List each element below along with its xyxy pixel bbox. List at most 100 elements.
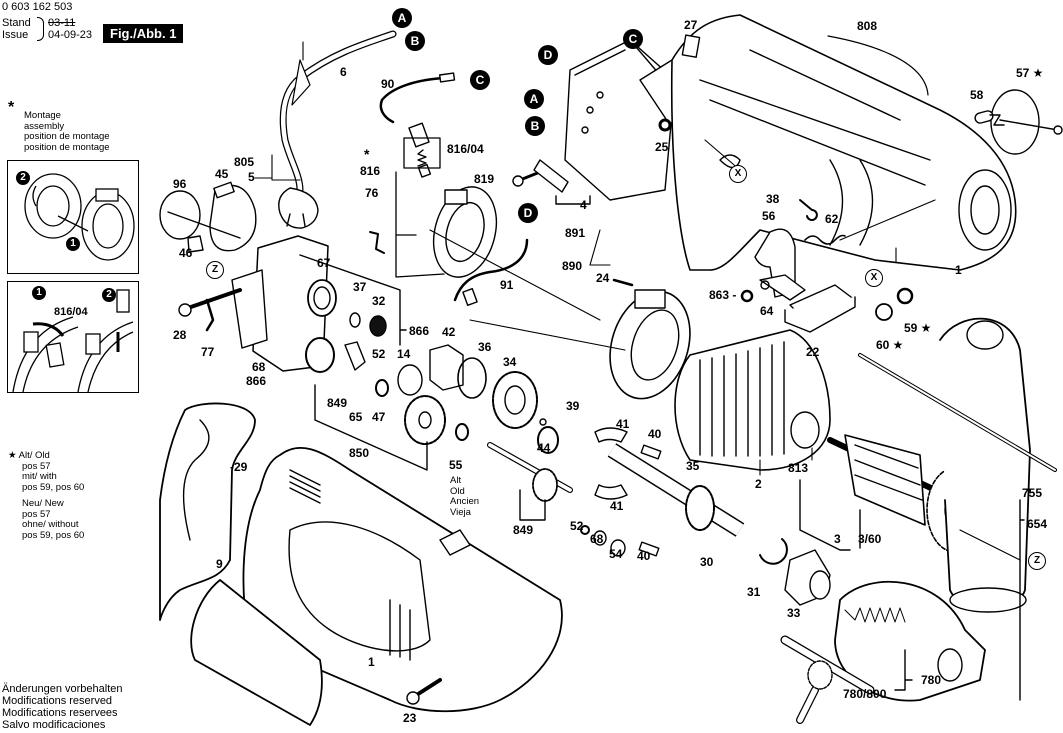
- footer-line: Salvo modificaciones: [2, 719, 106, 731]
- part-label-55: 55: [449, 458, 463, 472]
- part-label-90: 90: [381, 77, 395, 91]
- note-line: pos 59, pos 60: [22, 529, 85, 541]
- connector-z-badge: Z: [206, 261, 224, 279]
- part-label-91: 91: [500, 278, 514, 292]
- note-line: pos 57: [22, 460, 51, 472]
- part-label-64: 64: [760, 304, 774, 318]
- part-label-3: 3: [834, 532, 841, 546]
- connector-b-badge: B: [525, 116, 545, 136]
- disk-96: [159, 190, 201, 240]
- part-label-891: 891: [565, 226, 586, 240]
- part-46: [187, 235, 204, 253]
- part-label-819: 819: [474, 172, 495, 186]
- part-label-96: 96: [173, 177, 187, 191]
- connector-c-badge: C: [470, 70, 490, 90]
- part-label-654: 654: [1027, 517, 1048, 531]
- part-label-60: 60 ★: [876, 338, 904, 352]
- issue-label: Issue: [2, 29, 29, 41]
- connector-a-badge: A: [392, 8, 412, 28]
- chuck-key: [780, 635, 875, 724]
- note-line: position de montage: [24, 131, 110, 142]
- part-label-780: 780: [921, 673, 942, 687]
- old-variant-note: Alt Old Ancien Vieja: [450, 475, 480, 518]
- assembly-note: Montage assembly position de montage pos…: [24, 110, 110, 153]
- part-label-40: 40: [637, 549, 651, 563]
- note-line: Vieja: [450, 506, 471, 518]
- part-label-30: 30: [700, 555, 714, 569]
- washer-36: [457, 357, 487, 399]
- note-line: Alt/ Old: [18, 450, 50, 461]
- part-label-39: 39: [566, 399, 580, 413]
- part-label-849: 849: [327, 396, 348, 410]
- part-label-58: 58: [970, 88, 984, 102]
- note-line: Ancien: [450, 496, 480, 507]
- figure-label: Fig./Abb. 1: [103, 24, 184, 43]
- part-label-6: 6: [340, 65, 347, 79]
- part-label-780-800: 780/800: [843, 687, 887, 701]
- part-label-65: 65: [349, 410, 363, 424]
- note-line: ohne/ without: [22, 519, 79, 530]
- part-label-68: 68: [590, 532, 604, 546]
- carbon-brush: [408, 122, 432, 178]
- part-label-40: 40: [648, 427, 662, 441]
- field-coil: [674, 329, 831, 471]
- gear-34: [492, 371, 538, 429]
- footer-notice: Änderungen vorbehalten Modifications res…: [2, 683, 122, 731]
- gear-35: [685, 485, 715, 531]
- part-label-866: 866: [246, 374, 267, 388]
- part-label-24: 24: [596, 271, 610, 285]
- assembly-marker: *: [364, 146, 370, 162]
- part-label-35: 35: [686, 459, 700, 473]
- part-label-1: 1: [955, 263, 962, 277]
- assembly-inset-bottom: 1 2 816/04: [7, 281, 139, 393]
- part-label-23: 23: [403, 711, 417, 725]
- part-label-25: 25: [655, 140, 669, 154]
- part-label-866: 866: [409, 324, 430, 338]
- cord-strain-relief: [291, 59, 311, 106]
- note-line: pos 57: [22, 508, 51, 520]
- note-line: Alt: [450, 475, 462, 486]
- star-symbol: ★: [8, 450, 17, 461]
- step-2-badge: 2: [16, 171, 30, 185]
- connector-d-badge: D: [538, 45, 558, 65]
- housing-half-808: [670, 14, 1017, 271]
- part-label-54: 54: [609, 547, 623, 561]
- inset-top-drawing: [24, 173, 135, 261]
- part-label-813: 813: [788, 461, 809, 475]
- step-1-badge: 1: [66, 237, 80, 251]
- auxiliary-handle: [858, 317, 1057, 613]
- mains-plug: [278, 187, 319, 229]
- part-label-2: 2: [755, 477, 762, 491]
- star-note: ★ Alt/ Old pos 57 mit/ with pos 59, pos …: [8, 450, 85, 541]
- part-label-5: 5: [248, 170, 255, 184]
- part-label-32: 32: [372, 294, 386, 308]
- assembly-inset-top: 2 1: [7, 160, 139, 274]
- note-line: mit/ with: [22, 471, 57, 482]
- part-label-849: 849: [513, 523, 534, 537]
- stand-value-struck: 03-11: [48, 17, 76, 29]
- part-label-14: 14: [397, 347, 411, 361]
- inset-part-label: 816/04: [54, 306, 88, 318]
- brush-holder-plate: [432, 186, 498, 278]
- part-label-36: 36: [478, 340, 492, 354]
- switch-cover-9: [190, 579, 323, 726]
- stand-label: Stand: [2, 17, 31, 29]
- part-label-52: 52: [570, 519, 584, 533]
- leader-lines: [254, 41, 1021, 561]
- footer-line: Modifications reserved: [2, 695, 113, 707]
- part-label-37: 37: [353, 280, 367, 294]
- connector-z-badge: Z: [1028, 552, 1046, 570]
- part-label-47: 47: [372, 410, 386, 424]
- footer-line: Modifications reservees: [2, 707, 118, 719]
- note-line: Old: [450, 485, 465, 497]
- connector-x-badge: X: [865, 269, 883, 287]
- part-label-52: 52: [372, 347, 386, 361]
- part-label-816-04: 816/04: [447, 142, 484, 156]
- rear-handle-cover: [159, 402, 256, 621]
- connector-a-badge: A: [524, 89, 544, 109]
- part-label-62: 62: [825, 212, 839, 226]
- brace: [37, 17, 44, 41]
- part-label-850: 850: [349, 446, 370, 460]
- note-line: Montage: [24, 110, 61, 121]
- gear-850: [404, 395, 446, 445]
